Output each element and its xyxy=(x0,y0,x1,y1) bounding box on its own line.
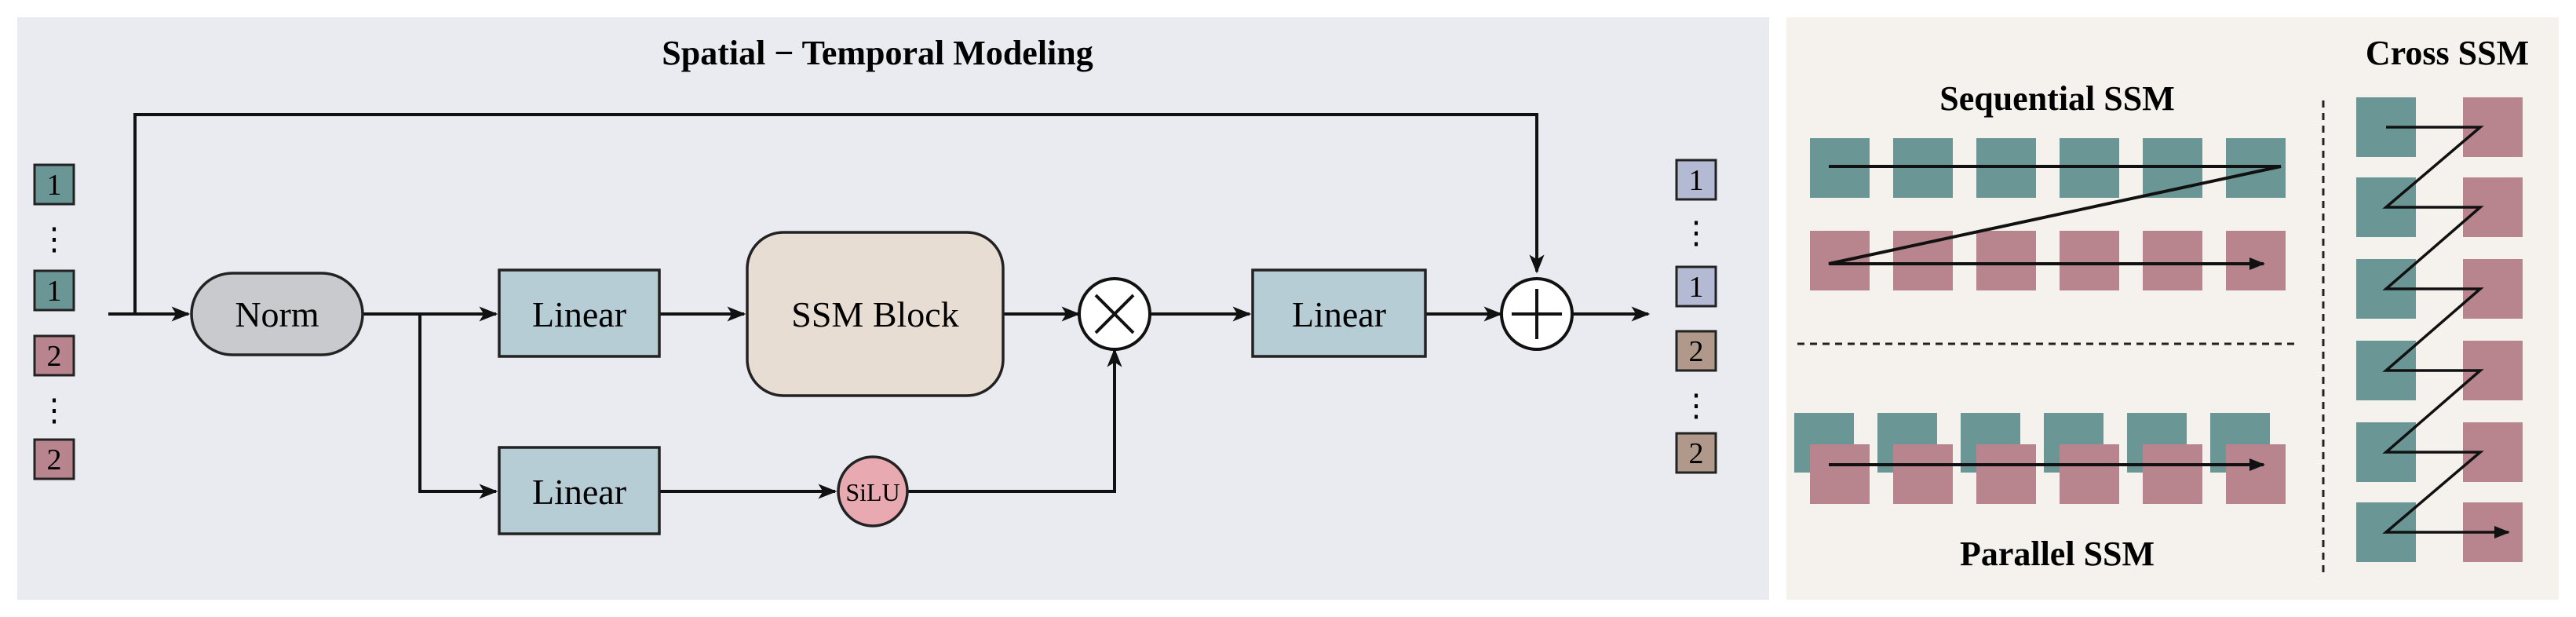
input-token-1a xyxy=(33,163,75,206)
add-icon xyxy=(1512,289,1562,339)
linear-bottom-block xyxy=(498,446,661,535)
parallel-ssm-title: Parallel SSM xyxy=(1960,535,2155,573)
par-square xyxy=(1810,444,1870,504)
input-token-2a xyxy=(33,334,75,377)
input-token-2a-label: 2 xyxy=(47,340,62,373)
input-token-2b xyxy=(33,438,75,480)
input-token-1b-label: 1 xyxy=(47,275,62,308)
norm-label: Norm xyxy=(235,294,319,334)
silu-node xyxy=(837,455,909,528)
parallel-ssm-teal xyxy=(1794,413,2270,473)
skip-connection xyxy=(133,113,1545,314)
linear-top-label: Linear xyxy=(532,294,626,334)
linear-out-label: Linear xyxy=(1292,294,1386,334)
linear-top-block xyxy=(498,268,661,358)
output-ellipsis-1: ⋮ xyxy=(1680,215,1712,250)
add-node xyxy=(1500,277,1574,351)
sequential-scan-path xyxy=(1828,165,2282,270)
input-token-2b-label: 2 xyxy=(47,444,62,476)
arrow-silu-to-multiply xyxy=(907,348,1122,493)
output-token-2b xyxy=(1675,432,1717,474)
linear-out-block xyxy=(1251,268,1427,358)
seq-square xyxy=(2226,231,2286,290)
output-token-1b-label: 1 xyxy=(1689,271,1704,304)
output-tokens: 1 ⋮ 1 2 ⋮ 2 xyxy=(1675,159,1717,474)
connectors xyxy=(108,113,1651,499)
cross-scan-path xyxy=(2382,126,2510,539)
output-token-1a-label: 1 xyxy=(1689,164,1704,197)
seq-square xyxy=(1976,231,2036,290)
input-tokens: 1 ⋮ 1 2 ⋮ 2 xyxy=(33,163,75,480)
multiply-node xyxy=(1078,277,1151,351)
linear-bottom-label: Linear xyxy=(532,472,626,512)
par-square xyxy=(1893,444,1953,504)
par-square xyxy=(2226,444,2286,504)
ssm-block-label: SSM Block xyxy=(791,294,958,334)
output-token-1b xyxy=(1675,265,1717,308)
par-square xyxy=(2143,444,2202,504)
silu-label: SiLU xyxy=(845,478,899,506)
input-token-1b xyxy=(33,269,75,312)
parallel-ssm-mauve xyxy=(1810,444,2286,504)
left-panel-title: Spatial − Temporal Modeling xyxy=(662,34,1093,72)
multiply-icon xyxy=(1094,294,1135,334)
par-square xyxy=(2060,444,2119,504)
norm-block xyxy=(190,272,364,356)
cross-ssm-title: Cross SSM xyxy=(2366,34,2529,72)
input-ellipsis-2: ⋮ xyxy=(38,392,70,428)
seq-square xyxy=(2060,231,2119,290)
sequential-ssm-title: Sequential SSM xyxy=(1939,79,2175,118)
output-token-2a-label: 2 xyxy=(1689,335,1704,368)
seq-square xyxy=(2143,231,2202,290)
output-token-2a xyxy=(1675,330,1717,372)
output-ellipsis-2: ⋮ xyxy=(1680,388,1712,423)
sequential-ssm-row-2 xyxy=(1810,231,2286,290)
branch-to-bottom-linear xyxy=(418,314,498,499)
par-square xyxy=(1976,444,2036,504)
ssm-block xyxy=(746,231,1005,397)
input-token-1a-label: 1 xyxy=(47,169,62,202)
output-token-1a xyxy=(1675,159,1717,201)
output-token-2b-label: 2 xyxy=(1689,437,1704,470)
input-ellipsis-1: ⋮ xyxy=(38,221,70,257)
